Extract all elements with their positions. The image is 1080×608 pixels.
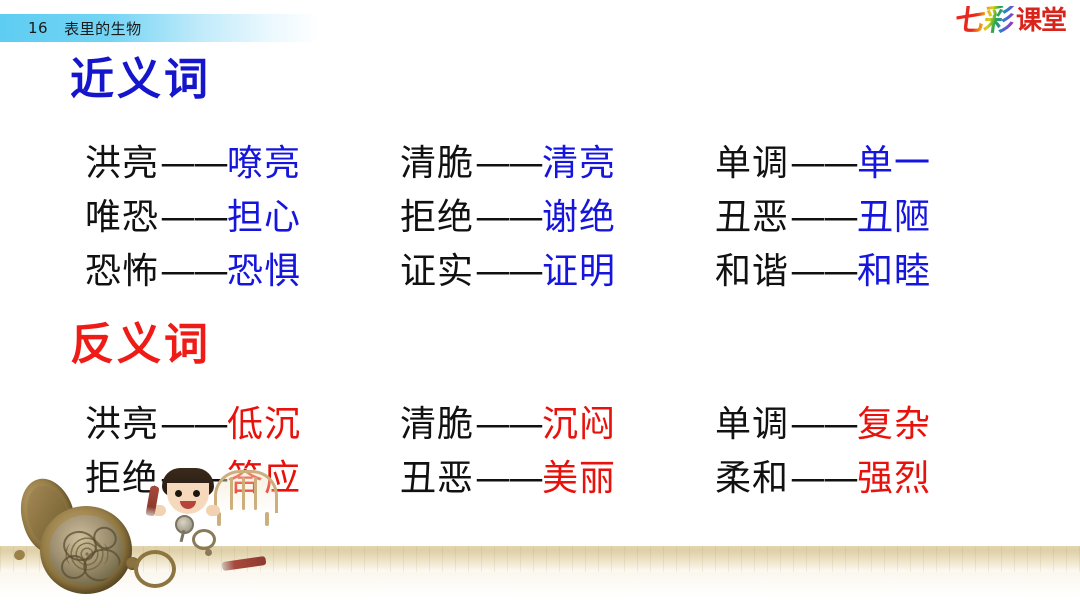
watch-hinge [12,548,27,562]
word-right: 强烈 [857,458,932,499]
lesson-number: 16 [28,19,49,37]
word-right: 复杂 [857,404,932,445]
word-pair: 洪亮 —— 嘹亮 [85,142,400,186]
boy-hand [152,505,166,516]
header-bar [0,14,320,42]
connector-dash: —— [790,251,859,292]
boy-mouth [180,501,196,509]
gear-icon [61,555,87,579]
chair-icon [214,470,278,526]
logo-brush-text: 七彩 [952,3,1016,38]
word-left: 拒绝 [400,197,475,238]
word-left: 洪亮 [85,143,160,184]
word-left: 单调 [715,143,790,184]
connector-dash: —— [790,404,859,445]
watch-ring [134,550,176,588]
boy-eye [193,490,200,497]
word-left: 柔和 [715,458,790,499]
screw-part [205,549,212,556]
connector-dash: —— [475,404,544,445]
header-breadcrumb: 16 表里的生物 [28,14,142,42]
word-pair: 清脆 —— 沉闷 [400,403,715,447]
section-heading-synonyms: 近义词 [70,54,211,105]
word-pair: 柔和 —— 强烈 [715,457,1030,501]
boy-face [167,483,209,514]
page-title: 表里的生物 [64,19,142,38]
word-pair: 丑恶 —— 美丽 [400,457,715,501]
connector-dash: —— [475,143,544,184]
word-left: 丑恶 [715,197,790,238]
connector-dash: —— [475,197,544,238]
word-right: 嘹亮 [227,143,302,184]
chair-leg [265,512,269,526]
chair-slat [230,477,233,510]
word-right: 担心 [227,197,302,238]
chair-slat [254,477,257,510]
word-right: 证明 [542,251,617,292]
word-pair: 丑恶 —— 丑陋 [715,196,1030,240]
synonyms-grid: 洪亮 —— 嘹亮 清脆 —— 清亮 单调 —— 单一 唯恐 —— 担心 拒绝 —… [85,142,1030,294]
boy-eye [175,490,182,497]
table-fade [0,572,1080,608]
word-right: 和睦 [857,251,932,292]
word-right: 美丽 [542,458,617,499]
word-pair: 单调 —— 单一 [715,142,1030,186]
connector-dash: —— [790,143,859,184]
section-heading-antonyms: 反义词 [70,319,211,370]
word-left: 唯恐 [85,197,160,238]
small-ring-part [192,529,216,550]
connector-dash: —— [475,251,544,292]
wooden-table-band [0,546,1080,572]
connector-dash: —— [160,143,229,184]
word-right: 单一 [857,143,932,184]
word-right: 恐惧 [227,251,302,292]
word-pair: 洪亮 —— 低沉 [85,403,400,447]
connector-dash: —— [160,404,229,445]
word-left: 单调 [715,404,790,445]
chair-leg [217,512,221,526]
connector-dash: —— [790,197,859,238]
word-right: 丑陋 [857,197,932,238]
word-right: 沉闷 [542,404,617,445]
connector-dash: —— [790,458,859,499]
pocket-watch-icon [40,506,132,594]
watch-face [49,515,123,585]
screwdriver-icon [221,555,267,572]
word-left: 拒绝 [85,458,160,499]
word-right: 清亮 [542,143,617,184]
word-right: 低沉 [227,404,302,445]
word-left: 洪亮 [85,404,160,445]
boy-icon [162,468,214,514]
word-pair: 唯恐 —— 担心 [85,196,400,240]
word-pair: 拒绝 —— 谢绝 [400,196,715,240]
logo-box-text: 课堂 [1015,6,1067,36]
chair-back [214,470,278,513]
word-pair: 恐怖 —— 恐惧 [85,250,400,294]
word-left: 证实 [400,251,475,292]
chair-slat [242,477,245,510]
word-right: 谢绝 [542,197,617,238]
brand-logo: 七彩 课堂 [952,3,1067,38]
word-pair: 单调 —— 复杂 [715,403,1030,447]
connector-dash: —— [160,197,229,238]
connector-dash: —— [160,251,229,292]
word-left: 清脆 [400,404,475,445]
pocket-watch-illustration [0,468,290,600]
boy-hand [206,505,220,516]
word-pair: 和谐 —— 和睦 [715,250,1030,294]
connector-dash: —— [475,458,544,499]
word-left: 和谐 [715,251,790,292]
word-left: 丑恶 [400,458,475,499]
word-pair: 清脆 —— 清亮 [400,142,715,186]
word-pair: 证实 —— 证明 [400,250,715,294]
word-left: 清脆 [400,143,475,184]
word-left: 恐怖 [85,251,160,292]
